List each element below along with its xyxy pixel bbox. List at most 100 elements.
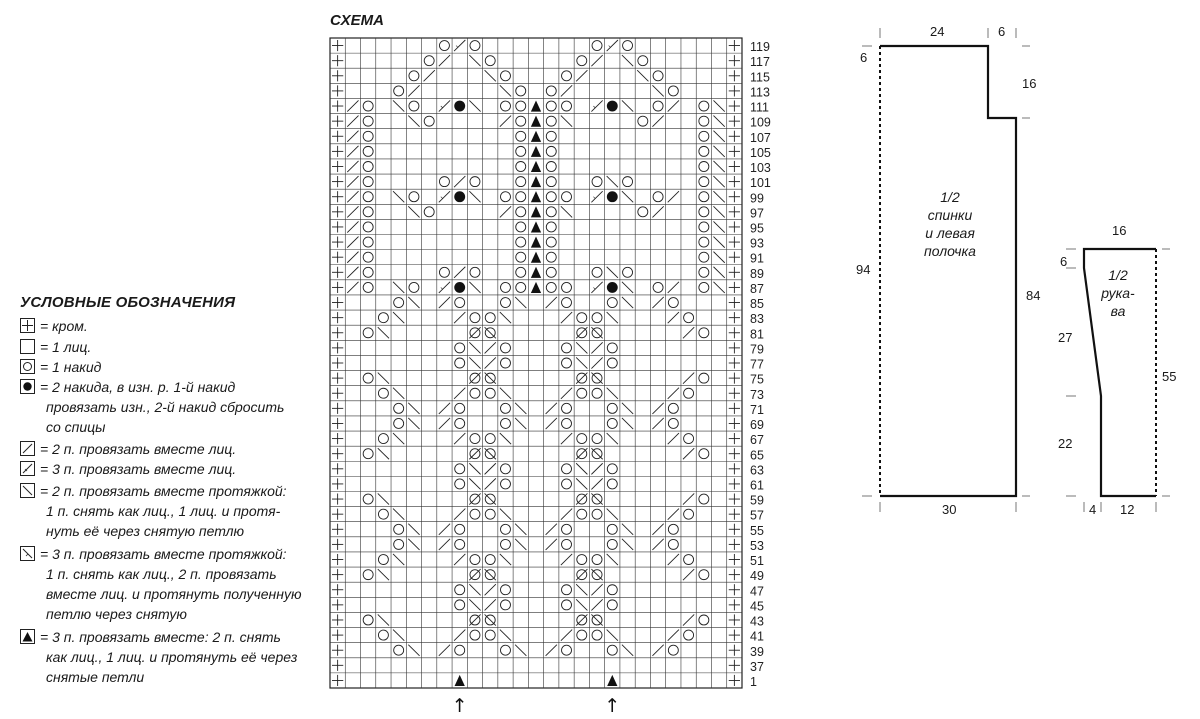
yarn-over xyxy=(698,251,710,263)
yarn-over xyxy=(698,281,710,293)
yarn-over xyxy=(393,538,405,550)
row-number: 97 xyxy=(750,206,764,220)
k2tog xyxy=(453,311,466,324)
centered-decrease xyxy=(454,674,465,686)
yarn-over xyxy=(698,448,710,460)
k3tog xyxy=(606,39,619,52)
legend-item-continuation: со спицы xyxy=(46,419,106,435)
centered-decrease xyxy=(530,266,542,278)
k2tog xyxy=(423,69,436,82)
k3tog xyxy=(591,281,603,294)
yarn-over xyxy=(576,372,588,384)
row-number: 89 xyxy=(750,267,764,281)
double-yarn-over xyxy=(454,100,466,112)
ssk xyxy=(392,281,405,294)
yarn-over xyxy=(484,614,496,626)
ssk xyxy=(713,205,726,218)
k2tog xyxy=(667,387,680,400)
yarn-over xyxy=(423,55,435,67)
yarn-over xyxy=(622,40,633,51)
centered-decrease xyxy=(530,176,542,188)
back-bottom-width: 30 xyxy=(942,502,957,517)
yarn-over-icon xyxy=(20,359,35,374)
yarn-over xyxy=(377,508,389,520)
yarn-over xyxy=(683,387,695,399)
yarn-over xyxy=(698,130,710,142)
k2tog xyxy=(591,357,603,369)
yarn-over xyxy=(454,599,466,611)
back-neck-depth: 6 xyxy=(860,50,868,65)
yarn-over xyxy=(515,281,527,293)
ssk xyxy=(407,402,420,415)
yarn-over xyxy=(652,281,664,293)
yarn-over xyxy=(469,266,481,278)
k2tog xyxy=(346,130,359,143)
row-number: 37 xyxy=(750,660,764,674)
edge-stitch-icon xyxy=(20,318,35,333)
k2tog xyxy=(560,508,573,521)
yarn-over xyxy=(576,614,588,626)
yarn-over xyxy=(484,554,496,565)
row-number: 117 xyxy=(750,55,770,69)
ssk xyxy=(591,326,603,339)
row-number: 67 xyxy=(750,433,764,447)
yarn-over xyxy=(591,629,603,641)
ssk xyxy=(407,115,420,128)
k2tog xyxy=(438,644,451,657)
yarn-over xyxy=(698,493,710,505)
yarn-over xyxy=(561,191,572,203)
k2tog xyxy=(652,538,665,551)
ssk xyxy=(591,614,603,626)
yarn-over xyxy=(561,418,572,429)
ssk xyxy=(713,130,726,143)
yarn-over xyxy=(469,176,481,188)
yarn-over xyxy=(484,629,496,641)
yarn-over xyxy=(484,569,496,581)
yarn-over xyxy=(606,463,618,475)
yarn-over xyxy=(606,418,618,429)
back-total-height: 94 xyxy=(856,262,871,277)
yarn-over xyxy=(469,569,481,581)
legend-title: УСЛОВНЫЕ ОБОЗНАЧЕНИЯ xyxy=(20,294,236,311)
k2tog xyxy=(591,598,603,611)
legend-item: = 2 п. провязать вместе протяжкой: xyxy=(20,482,287,500)
double-yarn-over xyxy=(454,191,466,203)
yarn-over xyxy=(454,478,466,490)
yarn-over xyxy=(469,387,481,399)
yarn-over xyxy=(591,372,603,384)
yarn-over xyxy=(362,176,374,188)
yarn-over xyxy=(545,206,557,218)
yarn-over xyxy=(606,402,618,414)
yarn-over xyxy=(469,40,481,51)
row-number: 107 xyxy=(750,131,771,145)
double-yarn-over xyxy=(606,281,618,293)
ssk xyxy=(713,115,726,128)
k2tog xyxy=(453,266,466,279)
yarn-over xyxy=(652,100,664,112)
yarn-over xyxy=(515,266,527,278)
row-number: 109 xyxy=(750,116,771,130)
yarn-over xyxy=(683,629,695,641)
centered-decrease xyxy=(530,221,542,233)
yarn-over xyxy=(454,644,466,656)
yarn-over xyxy=(591,554,603,565)
yarn-over xyxy=(576,327,588,339)
ssk xyxy=(392,100,405,112)
yarn-over xyxy=(561,599,572,611)
row-number: 87 xyxy=(750,282,764,296)
k3tog xyxy=(453,39,466,52)
k2tog-icon xyxy=(20,441,35,456)
ssk xyxy=(377,447,390,460)
ssk xyxy=(469,54,481,67)
k2tog xyxy=(682,493,695,505)
ssk xyxy=(499,508,512,521)
ssk xyxy=(621,281,634,294)
ssk xyxy=(407,296,420,309)
yarn-over xyxy=(454,297,466,308)
label-line: 1/2 xyxy=(940,189,960,205)
k2tog xyxy=(545,402,558,415)
yarn-over xyxy=(484,387,496,399)
row-labels: 1191171151131111091071051031019997959391… xyxy=(750,40,771,689)
k3tog-mark xyxy=(593,196,596,199)
ssk xyxy=(484,326,497,339)
